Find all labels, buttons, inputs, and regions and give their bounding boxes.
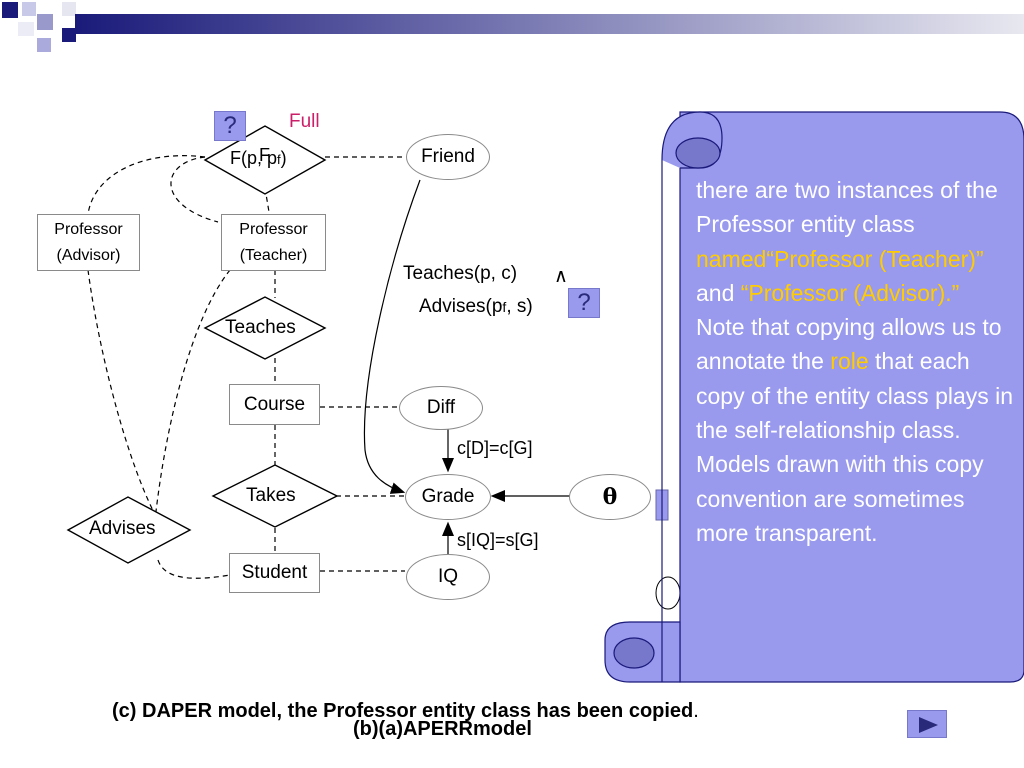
grade-attribute: Grade — [405, 474, 491, 520]
caption-c: (c) DAPER model, the Professor entity cl… — [112, 700, 699, 722]
question-mark-icon-condition: ? — [568, 288, 600, 318]
friend-attribute: Friend — [406, 134, 490, 180]
f-node-overlap-label: F — [259, 145, 270, 165]
course-entity: Course — [229, 384, 320, 425]
takes-label: Takes — [246, 485, 296, 506]
grade-label: Grade — [421, 486, 475, 507]
iq-label: IQ — [437, 566, 459, 587]
professor-teacher-line2: (Teacher) — [239, 246, 308, 264]
theta-parameter: θ — [569, 474, 651, 520]
professor-advisor-line2: (Advisor) — [56, 246, 121, 264]
f-node-label: F(p, pf) — [230, 148, 287, 168]
constraint-cd-label: c[D]=c[G] — [457, 438, 533, 458]
takes-diamond — [211, 464, 339, 528]
course-label: Course — [243, 393, 306, 415]
theta-label: θ — [602, 484, 618, 510]
play-arrow-icon — [919, 717, 938, 733]
next-slide-button[interactable] — [907, 710, 947, 738]
teaches-label: Teaches — [225, 317, 296, 338]
constraint-siq-label: s[IQ]=s[G] — [457, 530, 539, 550]
professor-advisor-entity: Professor (Advisor) — [37, 214, 140, 271]
friend-label: Friend — [421, 146, 475, 167]
diff-attribute: Diff — [399, 386, 483, 430]
full-label: Full — [289, 111, 320, 132]
professor-teacher-entity: Professor (Teacher) — [221, 214, 326, 271]
teaches-diamond — [203, 296, 327, 360]
callout-text: there are two instances of the Professor… — [696, 177, 1014, 546]
condition-line2: Advises(pf, s) — [419, 296, 533, 317]
question-mark-icon-top: ? — [214, 111, 246, 141]
title-bar — [75, 14, 1024, 34]
advises-label: Advises — [89, 518, 156, 539]
diff-label: Diff — [426, 397, 456, 418]
condition-line1: Teaches(p, c) — [403, 263, 518, 284]
iq-attribute: IQ — [406, 554, 490, 600]
student-entity: Student — [229, 553, 320, 593]
professor-teacher-line1: Professor — [239, 220, 308, 238]
professor-advisor-line1: Professor — [54, 220, 123, 238]
student-label: Student — [241, 562, 308, 583]
condition-and-symbol: ∧ — [554, 266, 568, 287]
advises-diamond — [66, 496, 192, 564]
caption-overlap: (b)(a)APERRmodel — [353, 718, 532, 740]
logo-decoration — [0, 0, 76, 60]
